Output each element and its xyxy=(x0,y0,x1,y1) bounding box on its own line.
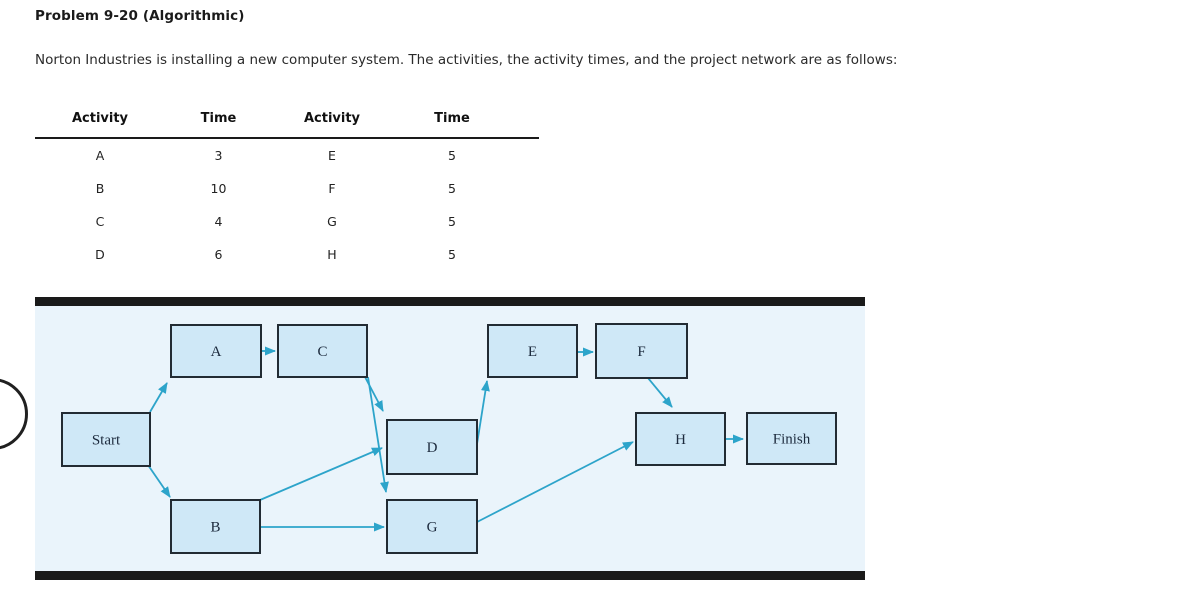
node-label: D xyxy=(427,440,438,456)
node-label: F xyxy=(637,344,645,360)
node-Start: Start xyxy=(61,412,151,467)
table-header-cell: Activity xyxy=(303,111,361,126)
edge-G-H xyxy=(476,441,634,523)
node-label: Start xyxy=(92,433,121,449)
table-cell: A xyxy=(95,148,105,163)
table-cell: C xyxy=(95,214,105,229)
node-A: A xyxy=(170,324,262,378)
node-C: C xyxy=(277,324,368,378)
node-E: E xyxy=(487,324,578,378)
table-cell: B xyxy=(95,181,105,196)
edge-F-H xyxy=(647,377,673,408)
table-row: C 4 G 5 xyxy=(35,205,539,238)
table-cell: 5 xyxy=(448,214,456,229)
node-G: G xyxy=(386,499,478,554)
node-label: A xyxy=(211,344,222,360)
table-cell: 6 xyxy=(214,247,223,262)
table-cell: H xyxy=(327,247,337,262)
edge-D-E xyxy=(476,380,490,445)
node-label: C xyxy=(317,344,327,360)
node-label: E xyxy=(528,344,537,360)
table-row: B 10 F 5 xyxy=(35,172,539,205)
node-label: H xyxy=(675,432,686,448)
table-cell: 3 xyxy=(214,148,223,163)
edge-Start-A xyxy=(149,382,168,413)
problem-title: Problem 9-20 (Algorithmic) xyxy=(35,8,245,24)
table-row: A 3 E 5 xyxy=(35,139,539,172)
node-B: B xyxy=(170,499,261,554)
table-cell: F xyxy=(328,181,336,196)
table-header-cell: Time xyxy=(434,111,470,126)
node-label: G xyxy=(427,520,438,536)
edge-C-G xyxy=(367,376,389,493)
table-cell: 4 xyxy=(214,214,223,229)
diagram-top-bar xyxy=(35,297,865,306)
table-cell: 5 xyxy=(448,247,456,262)
edge-B-D xyxy=(259,447,383,501)
activity-table-header: Activity Time Activity Time xyxy=(35,100,539,137)
node-H: H xyxy=(635,412,726,466)
table-cell: 5 xyxy=(448,148,456,163)
node-D: D xyxy=(386,419,478,475)
table-header-cell: Activity xyxy=(71,111,129,126)
diagram-bottom-bar xyxy=(35,571,865,580)
table-header-cell: Time xyxy=(200,111,237,126)
node-label: Finish xyxy=(773,432,811,448)
node-F: F xyxy=(595,323,688,379)
table-cell: G xyxy=(327,214,337,229)
table-cell: 5 xyxy=(448,181,456,196)
table-cell: E xyxy=(328,148,336,163)
node-Finish: Finish xyxy=(746,412,837,465)
table-cell: D xyxy=(95,247,105,262)
table-row: D 6 H 5 xyxy=(35,238,539,271)
problem-statement: Norton Industries is installing a new co… xyxy=(35,52,898,68)
node-label: B xyxy=(210,520,220,536)
table-cell: 10 xyxy=(210,181,227,196)
partial-circle-decoration xyxy=(0,378,28,450)
edge-Start-B xyxy=(147,464,171,498)
table-header-rule xyxy=(35,137,539,139)
